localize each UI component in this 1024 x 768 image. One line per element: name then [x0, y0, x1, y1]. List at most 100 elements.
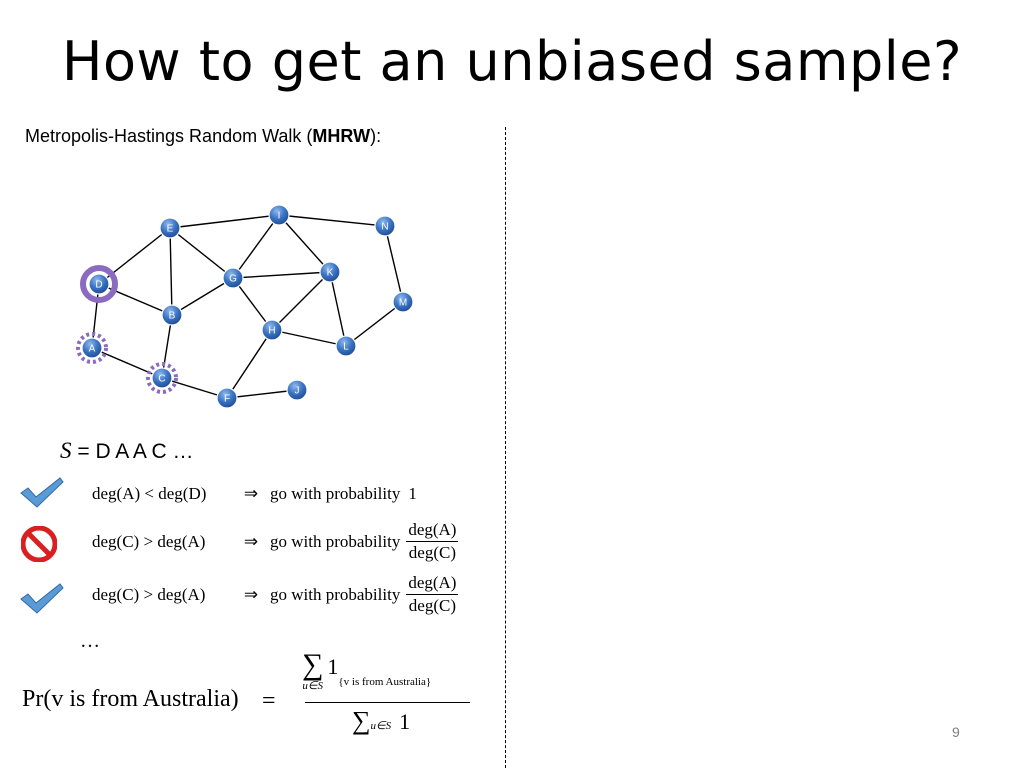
- rule-1: deg(A) < deg(D) ⇒ go with probability 1: [92, 484, 417, 504]
- edge-M-N: [384, 225, 404, 303]
- node-label-E: E: [167, 224, 174, 235]
- rule-2-fraction: deg(A) deg(C): [406, 520, 459, 563]
- node-label-K: K: [327, 268, 334, 279]
- node-circle-K: [319, 261, 341, 283]
- node-L: L: [335, 335, 357, 357]
- rule-2-denominator: deg(C): [408, 543, 457, 562]
- edge-G-H: [232, 277, 273, 331]
- node-label-H: H: [268, 326, 275, 337]
- node-F: F: [216, 387, 238, 409]
- vertical-divider: [505, 127, 506, 768]
- edge-H-F: [226, 329, 273, 399]
- rule-2-condition: deg(C) > deg(A): [92, 531, 206, 551]
- edge-E-I: [169, 214, 280, 229]
- formula-lhs: Pr(v is from Australia): [22, 686, 239, 712]
- edge-D-A: [91, 283, 100, 349]
- node-circle-N: [374, 215, 396, 237]
- sum-symbol: ∑: [352, 706, 371, 735]
- rule-3-numerator: deg(A): [406, 573, 459, 595]
- checkmark-icon: [20, 477, 64, 508]
- node-circle-G: [222, 267, 244, 289]
- rule-2-numerator: deg(A): [406, 520, 459, 542]
- node-label-N: N: [381, 222, 388, 233]
- rule-3: deg(C) > deg(A) ⇒ go with probability de…: [92, 573, 459, 616]
- graph-nodes: A B C D E F G H I J K L M N: [81, 204, 414, 409]
- rule-3-denominator: deg(C): [408, 596, 457, 615]
- node-N: N: [374, 215, 396, 237]
- node-J: J: [286, 379, 308, 401]
- node-circle-D: [88, 273, 110, 295]
- edge-K-H: [271, 271, 331, 331]
- edge-C-F: [161, 377, 228, 399]
- node-circle-F: [216, 387, 238, 409]
- formula-fraction-bar: [305, 702, 470, 703]
- rule-2-arrow: ⇒: [243, 531, 259, 551]
- node-circle-B: [161, 304, 183, 326]
- node-circle-E: [159, 217, 181, 239]
- sequence-var: S: [60, 438, 72, 463]
- node-label-L: L: [343, 342, 349, 353]
- slide-title: How to get an unbiased sample?: [61, 30, 963, 93]
- edge-B-C: [161, 314, 173, 379]
- node-label-C: C: [158, 374, 165, 385]
- current-node-ring: [80, 265, 118, 303]
- edge-I-K: [278, 214, 331, 273]
- node-label-B: B: [169, 311, 176, 322]
- node-circle-M: [392, 291, 414, 313]
- node-H: H: [261, 319, 283, 341]
- rule-1-value: 1: [408, 484, 417, 503]
- edge-I-N: [278, 214, 386, 227]
- node-label-A: A: [89, 344, 96, 355]
- rule-1-arrow: ⇒: [243, 484, 259, 503]
- edge-B-G: [171, 277, 234, 316]
- node-circle-L: [335, 335, 357, 357]
- denominator-one: 1: [399, 709, 411, 734]
- node-label-J: J: [295, 386, 300, 397]
- indicator-subscript: {v is from Australia}: [338, 676, 432, 688]
- candidate-halo-C: [146, 362, 178, 394]
- node-C: C: [151, 367, 173, 389]
- subtitle-prefix: Metropolis-Hastings Random Walk (: [25, 126, 313, 146]
- node-circle-J: [286, 379, 308, 401]
- node-M: M: [392, 291, 414, 313]
- edge-G-K: [232, 271, 331, 279]
- sequence-value: D A A C …: [95, 440, 194, 463]
- node-label-M: M: [399, 298, 407, 309]
- node-I: I: [268, 204, 290, 226]
- node-D: D: [88, 273, 110, 295]
- edge-H-L: [271, 329, 347, 347]
- rule-3-text: go with probability: [270, 584, 401, 604]
- subtitle: Metropolis-Hastings Random Walk (MHRW):: [25, 126, 381, 147]
- node-E: E: [159, 217, 181, 239]
- node-B: B: [161, 304, 183, 326]
- rule-2-text: go with probability: [270, 531, 401, 551]
- edge-L-M: [345, 301, 404, 347]
- edge-E-B: [169, 227, 173, 316]
- node-A: A: [81, 337, 103, 359]
- subtitle-suffix: ):: [370, 126, 382, 146]
- node-K: K: [319, 261, 341, 283]
- sequence-equals: =: [77, 440, 90, 463]
- node-circle-I: [268, 204, 290, 226]
- rule-3-condition: deg(C) > deg(A): [92, 584, 206, 604]
- node-circle-A: [81, 337, 103, 359]
- edge-F-J: [226, 389, 298, 399]
- node-circle-C: [151, 367, 173, 389]
- sum-subscript: u∈S: [302, 680, 323, 692]
- edge-G-I: [232, 214, 280, 279]
- formula-equals: =: [262, 688, 276, 714]
- formula-numerator: ∑ u∈S 1{v is from Australia}: [302, 648, 432, 693]
- node-G: G: [222, 267, 244, 289]
- sum-symbol: ∑: [302, 648, 324, 681]
- sample-sequence: S = D A A C …: [60, 438, 194, 464]
- rule-3-arrow: ⇒: [243, 584, 259, 604]
- ellipsis: …: [80, 630, 100, 652]
- edge-K-L: [329, 271, 347, 347]
- graph-highlights: [76, 265, 178, 394]
- network-graph: A B C D E F G H I J K L M N: [76, 204, 414, 409]
- node-label-G: G: [229, 274, 237, 285]
- checkmark-icon: [20, 583, 64, 614]
- formula-denominator: ∑u∈S 1: [352, 706, 410, 736]
- node-label-F: F: [224, 394, 230, 405]
- no-entry-icon: [21, 526, 57, 562]
